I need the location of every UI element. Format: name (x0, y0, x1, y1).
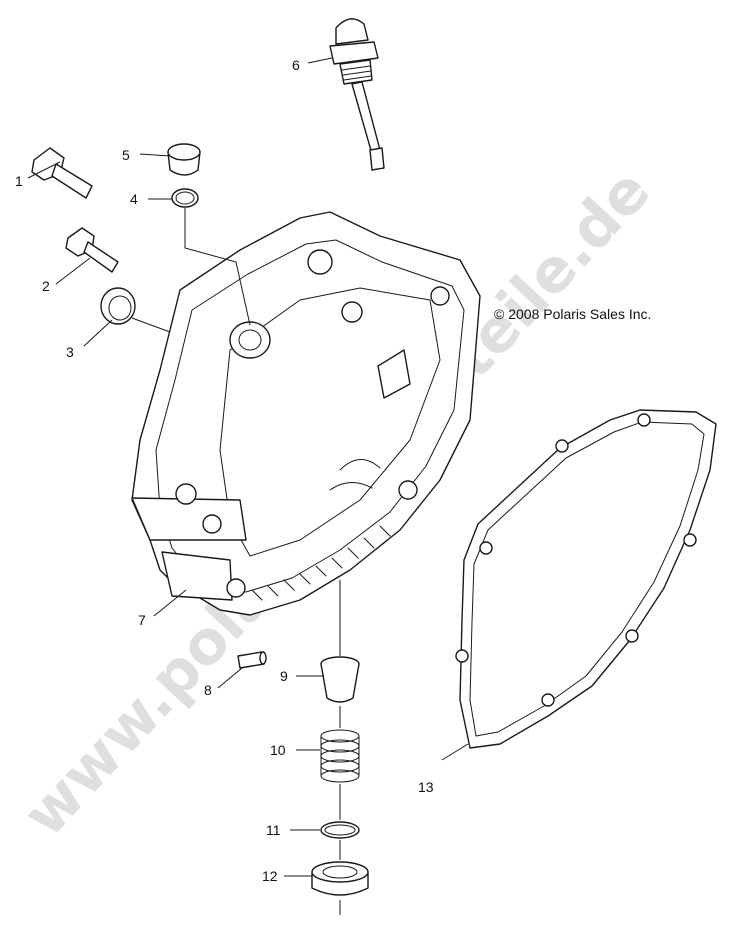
callout-5: 5 (122, 147, 130, 163)
leader-1 (27, 161, 61, 179)
part-11-o-ring[interactable] (320, 821, 360, 839)
callout-6: 6 (292, 57, 300, 73)
callout-9: 9 (280, 668, 288, 684)
leader-5 (139, 153, 171, 157)
part-4-o-ring[interactable] (171, 188, 199, 208)
leader-13 (441, 743, 469, 761)
part-2-bolt[interactable] (65, 227, 119, 273)
part-6-dipstick[interactable] (329, 18, 385, 171)
leader-6 (307, 57, 333, 64)
leader-2 (55, 257, 91, 285)
part-13-gasket[interactable] (455, 409, 717, 749)
part-10-spring[interactable] (320, 729, 360, 783)
callout-2: 2 (42, 278, 50, 294)
callout-12: 12 (262, 868, 278, 884)
callout-1: 1 (15, 173, 23, 189)
leader-3 (83, 319, 113, 347)
part-9-cup[interactable] (320, 656, 360, 703)
callout-11: 11 (266, 822, 281, 838)
callout-7: 7 (138, 612, 146, 628)
callout-10: 10 (270, 742, 286, 758)
callout-3: 3 (66, 344, 74, 360)
callout-13: 13 (418, 779, 434, 795)
copyright-text: © 2008 Polaris Sales Inc. (494, 306, 651, 322)
callout-4: 4 (130, 191, 138, 207)
part-7-cover[interactable] (131, 211, 481, 616)
part-8-dowel[interactable] (237, 651, 267, 669)
part-1-bolt[interactable] (31, 147, 93, 199)
leader-7 (153, 589, 187, 617)
leader-4b (184, 208, 251, 326)
part-12-cap[interactable] (311, 861, 369, 896)
leader-8 (217, 667, 243, 689)
part-3-seal[interactable] (100, 287, 136, 325)
leader-3b (131, 317, 171, 333)
part-5-plug[interactable] (167, 143, 201, 176)
callout-8: 8 (204, 682, 212, 698)
